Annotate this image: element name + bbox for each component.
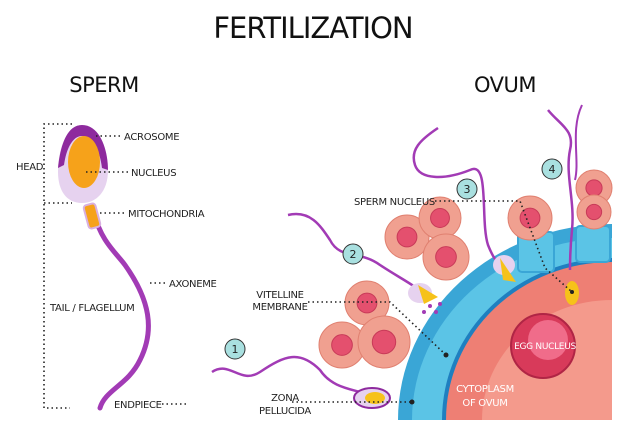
corona-cell	[344, 280, 390, 326]
step-badge-3	[456, 178, 478, 200]
sperm-2-nucleus	[418, 285, 438, 304]
label-head: HEAD	[16, 162, 44, 173]
zona-column	[575, 225, 611, 263]
ovum-illustration	[398, 224, 612, 420]
corona-cell-nucleus	[585, 179, 603, 197]
label-vitelline-line2: MEMBRANE	[252, 302, 307, 313]
sperm-5-tail	[574, 104, 583, 181]
label-cytoplasm-line2: OF OVUM	[462, 398, 507, 409]
label-egg-nucleus: EGG NUCLEUS	[514, 342, 576, 352]
corona-cell-nucleus	[371, 329, 397, 355]
label-acrosome: ACROSOME	[124, 132, 179, 143]
label-nucleus: NUCLEUS	[131, 168, 176, 179]
nucleus-shape	[68, 136, 100, 188]
corona-cell-nucleus	[356, 292, 378, 314]
ovum-heading: OVUM	[474, 73, 536, 97]
corona-cell	[384, 214, 430, 260]
step-badge-1	[224, 338, 246, 360]
label-mitochondria: MITOCHONDRIA	[128, 209, 205, 220]
step-number: 4	[549, 163, 556, 176]
step-badge-2	[342, 243, 364, 265]
ovum-leader-lines	[292, 200, 573, 403]
head-bracket	[43, 123, 72, 409]
sperm-4-tail	[547, 109, 574, 271]
step-badges: 1 2 3 4	[224, 158, 563, 360]
egg-nucleus-inner	[528, 320, 568, 360]
label-zona-line1: ZONA	[271, 393, 299, 404]
corona-cell	[576, 194, 612, 230]
label-zona-line2: PELLUCIDA	[259, 406, 311, 417]
corona-cell-nucleus	[435, 246, 457, 268]
sperm-1-tail	[211, 355, 361, 394]
label-cytoplasm-line1: CYTOPLASM	[456, 384, 514, 395]
mitochondria-shape	[82, 202, 102, 230]
sperm-1-nucleus	[365, 392, 385, 404]
step-number: 1	[232, 343, 239, 356]
title: FERTILIZATION	[213, 11, 412, 45]
sperm-illustration	[43, 123, 151, 411]
label-axoneme: AXONEME	[169, 279, 217, 290]
sperm-tail	[92, 212, 151, 411]
sperm-heading: SPERM	[69, 73, 138, 97]
corona-cell	[357, 315, 411, 369]
corona-cells	[318, 169, 613, 369]
corona-cell	[507, 195, 553, 241]
sperm-3-tail	[412, 126, 501, 266]
acrosome-shape	[58, 125, 108, 170]
step-number: 3	[464, 183, 471, 196]
label-endpiece: ENDPIECE	[114, 400, 162, 411]
label-tail-flagellum: TAIL / FLAGELLUM	[49, 303, 135, 314]
step-number: 2	[350, 248, 357, 261]
corona-cell-nucleus	[585, 203, 603, 221]
label-sperm-nucleus: SPERM NUCLEUS	[354, 197, 435, 208]
corona-cell-nucleus	[430, 208, 450, 228]
corona-cell-nucleus	[396, 226, 418, 248]
step-badge-4	[541, 158, 563, 180]
sperm-heads	[353, 255, 579, 409]
sperm-3-nucleus	[500, 258, 516, 282]
corona-cell	[422, 233, 470, 281]
label-vitelline-line1: VITELLINE	[256, 290, 303, 301]
corona-cell	[418, 196, 462, 240]
corona-cell-nucleus	[331, 334, 353, 356]
